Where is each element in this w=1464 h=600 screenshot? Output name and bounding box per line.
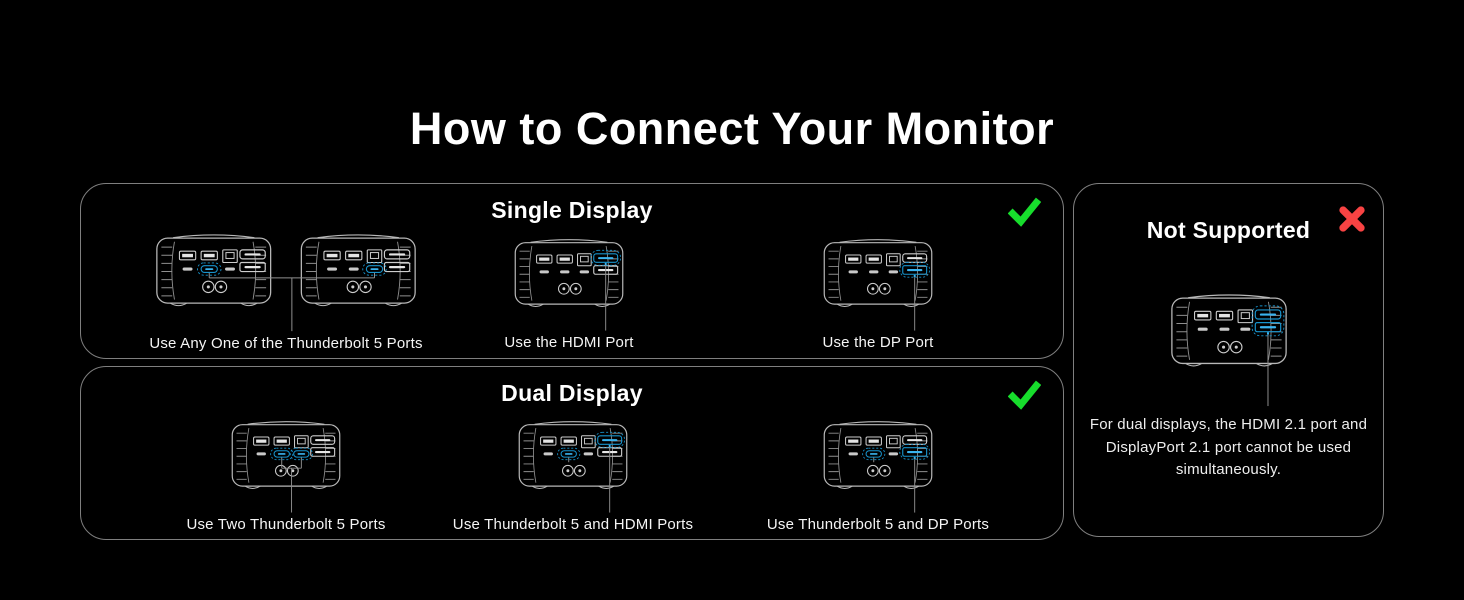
single-display-title: Single Display	[491, 197, 653, 223]
not-supported-title: Not Supported	[1146, 217, 1311, 243]
cross-icon	[1339, 206, 1365, 232]
single-option-1: Use Any One of the Thunderbolt 5 Ports	[146, 230, 426, 352]
check-icon	[1008, 380, 1041, 410]
dual-option-3: Use Thunderbolt 5 and DP Ports	[748, 417, 1008, 533]
mini-pc-illustration	[823, 239, 933, 331]
single-option-3: Use the DP Port	[748, 235, 1008, 351]
dual-option-2: Use Thunderbolt 5 and HDMI Ports	[443, 417, 703, 533]
port-caption: Use Two Thunderbolt 5 Ports	[186, 516, 386, 534]
port-caption: Use the DP Port	[822, 334, 934, 352]
port-caption: Use Thunderbolt 5 and DP Ports	[766, 516, 990, 534]
mini-pc-illustration	[514, 239, 624, 331]
dual-display-panel: Dual Display Use Two Thunderbolt 5 Ports…	[80, 366, 1064, 540]
mini-pc-illustration	[156, 234, 416, 332]
page-title: How to Connect Your Monitor	[409, 103, 1055, 154]
port-caption: Use Thunderbolt 5 and HDMI Ports	[452, 516, 694, 534]
single-option-2: Use the HDMI Port	[439, 235, 699, 351]
port-caption: Use Any One of the Thunderbolt 5 Ports	[149, 334, 423, 352]
mini-pc-illustration	[1170, 294, 1287, 407]
dual-option-1: Use Two Thunderbolt 5 Ports	[166, 417, 406, 533]
mini-pc-illustration	[823, 421, 933, 513]
check-icon	[1008, 197, 1041, 227]
dual-display-title: Dual Display	[501, 380, 643, 406]
single-display-panel: Single Display Use Any One of the Thunde…	[80, 183, 1064, 359]
not-supported-note: For dual displays, the HDMI 2.1 port and…	[1089, 416, 1368, 478]
mini-pc-illustration	[518, 421, 628, 513]
mini-pc-illustration	[231, 421, 341, 513]
port-caption: Use the HDMI Port	[504, 334, 634, 352]
not-supported-panel: Not Supported For dual displays, the HDM…	[1073, 183, 1384, 537]
